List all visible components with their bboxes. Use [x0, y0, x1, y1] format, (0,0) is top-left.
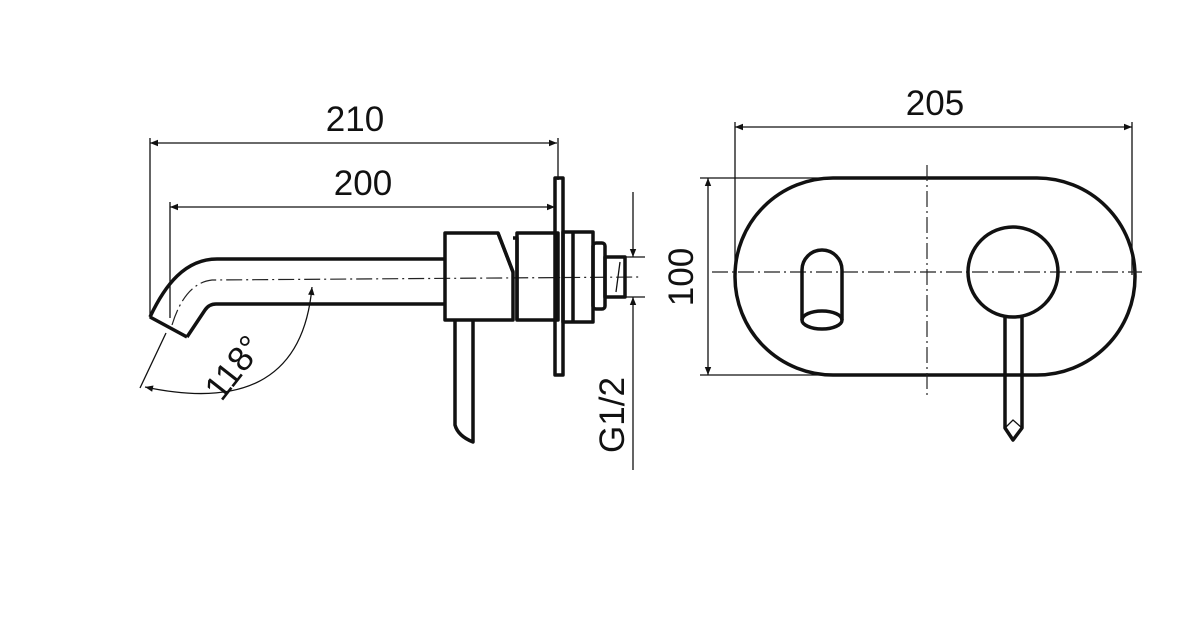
mixer-body: [443, 176, 627, 377]
dimension-thread: G1/2: [593, 192, 645, 470]
dimension-label-thread: G1/2: [593, 377, 632, 453]
dimension-label-angle: 118°: [197, 328, 271, 407]
spout-outlet: [800, 248, 844, 331]
dimension-label-205: 205: [906, 84, 964, 123]
dimension-label-210: 210: [326, 100, 384, 139]
dimension-205: 205: [734, 84, 1133, 275]
dimension-100: 100: [662, 177, 830, 376]
lever: [453, 320, 475, 444]
front-view: 205 100: [662, 84, 1142, 442]
side-view: 210 200: [139, 100, 645, 470]
handle-rosette: [966, 225, 1060, 319]
dimension-label-100: 100: [662, 248, 701, 306]
dimension-200: 200: [169, 164, 555, 318]
dimension-210: 210: [149, 100, 559, 318]
spout: [148, 257, 445, 339]
dimension-label-200: 200: [334, 164, 392, 203]
front-lever: [1003, 317, 1024, 442]
oval-cover-plate: [733, 176, 1137, 377]
